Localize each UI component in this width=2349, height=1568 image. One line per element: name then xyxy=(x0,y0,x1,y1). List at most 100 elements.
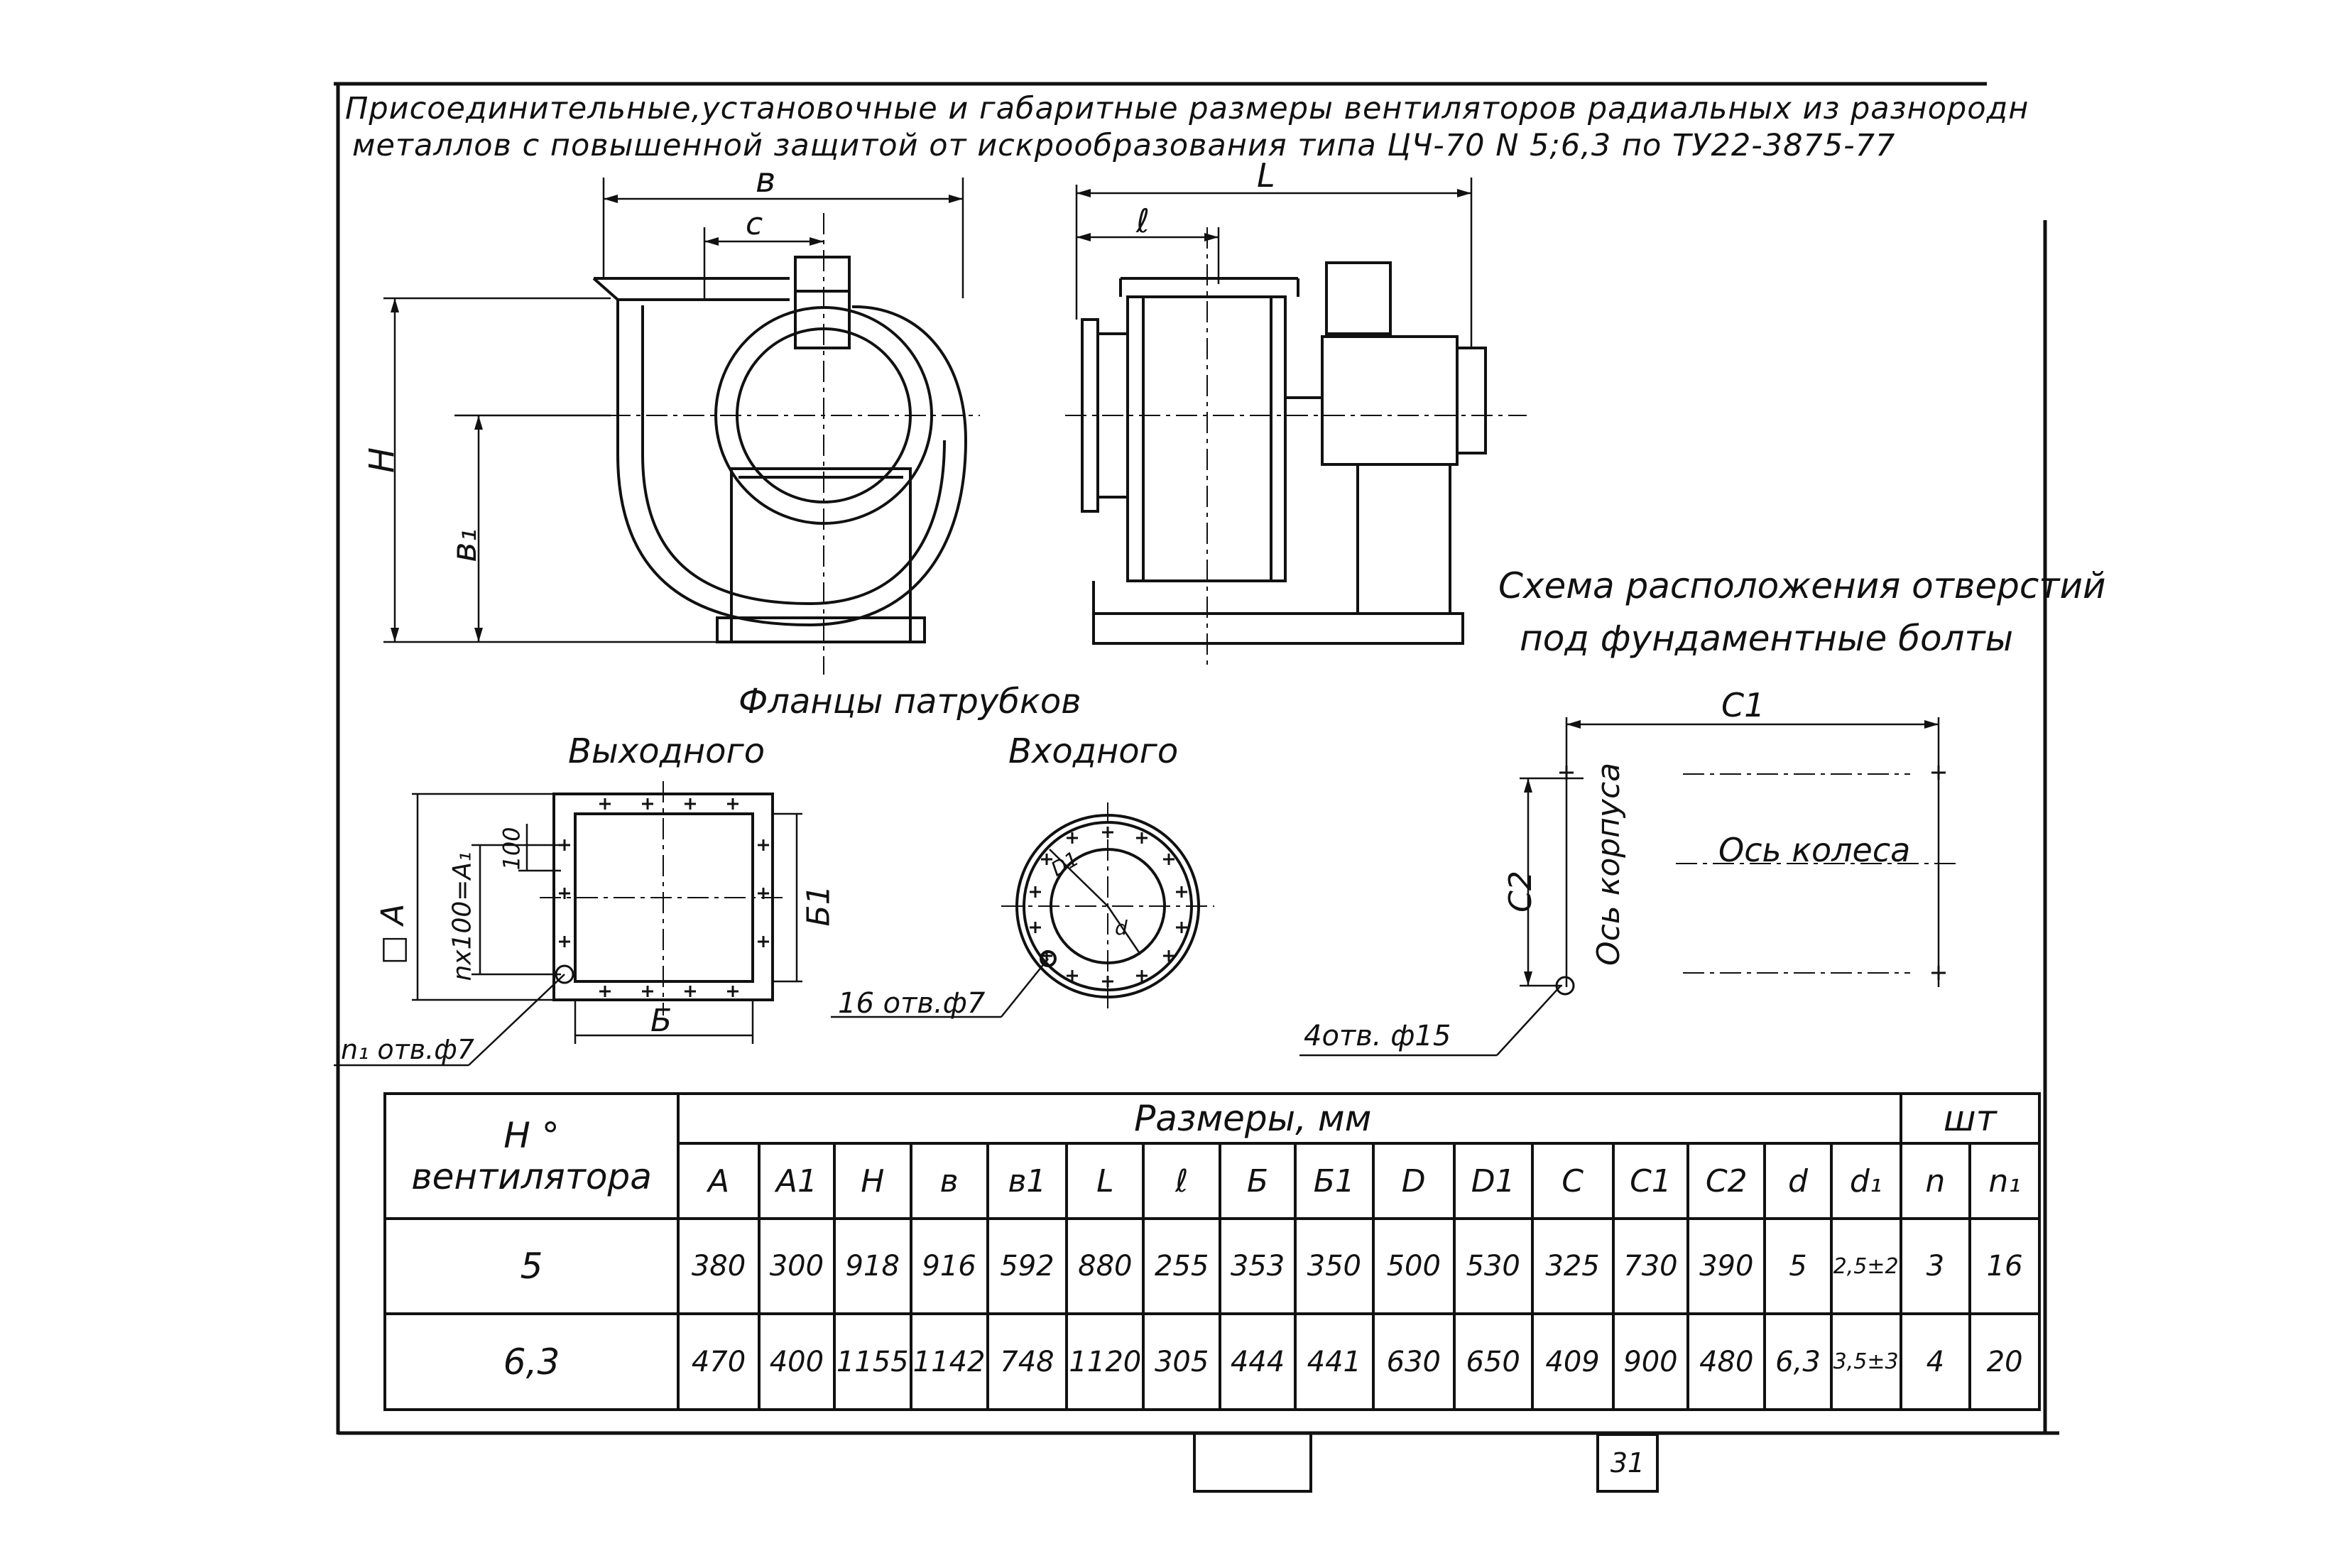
table-cell: 650 xyxy=(1452,1312,1534,1411)
table-cell: 2,5±2 xyxy=(1829,1217,1902,1315)
fan-front-view xyxy=(592,256,968,643)
table-cell: 20 xyxy=(1968,1312,2041,1411)
dim-c-label: с xyxy=(746,206,763,242)
table-cell: 441 xyxy=(1293,1312,1375,1411)
column-header: С xyxy=(1530,1142,1615,1220)
outlet-centerlines xyxy=(540,781,788,1016)
side-dim-arrows xyxy=(1077,189,1471,241)
fan-number-cell: 6,3 xyxy=(383,1312,680,1411)
inlet-flange-label: Входного xyxy=(1008,731,1179,771)
page-number: 31 xyxy=(1596,1433,1659,1493)
table-cell: 3 xyxy=(1899,1217,1972,1315)
table-cell: 470 xyxy=(677,1312,761,1411)
table-cell: 3,5±3 xyxy=(1829,1312,1902,1411)
fan-no-header-line-2: вентилятора xyxy=(411,1156,652,1197)
table-cell: 880 xyxy=(1065,1217,1145,1315)
outlet-holes-label: n₁ отв.ф7 xyxy=(341,1034,474,1065)
bolt-scheme xyxy=(1299,717,1940,1057)
side-dimensions xyxy=(1075,178,1473,348)
column-header: d₁ xyxy=(1829,1142,1902,1220)
bolt-scheme-title-1: Схема расположения отверстий xyxy=(1498,565,2106,606)
column-header: d xyxy=(1763,1142,1833,1220)
title-line-1: Присоединительные,установочные и габарит… xyxy=(345,91,2029,126)
table-cell: 730 xyxy=(1611,1217,1690,1315)
dim-l-label: ℓ xyxy=(1136,202,1150,240)
column-header: Б1 xyxy=(1293,1142,1375,1220)
table-cell: 1142 xyxy=(909,1312,989,1411)
fan-no-header-line-1: Н ° xyxy=(503,1115,560,1156)
column-header: n₁ xyxy=(1968,1142,2041,1220)
sheet-tab xyxy=(1193,1433,1312,1493)
column-header: в xyxy=(909,1142,989,1220)
fan-side-view xyxy=(1081,261,1487,645)
column-header: D xyxy=(1371,1142,1456,1220)
wheel-axis-label: Ось колеса xyxy=(1718,831,1911,869)
table-cell: 4 xyxy=(1899,1312,1972,1411)
column-header: n xyxy=(1899,1142,1972,1220)
table-cell: 500 xyxy=(1371,1217,1456,1315)
side-centerlines xyxy=(1065,227,1527,668)
inlet-holes-label: 16 отв.ф7 xyxy=(838,987,986,1020)
column-header: С2 xyxy=(1686,1142,1767,1220)
table-cell: 400 xyxy=(758,1312,836,1411)
dim-L-label: L xyxy=(1257,156,1275,195)
bolt-holes xyxy=(1555,766,1946,996)
outlet-B1-label: Б1 xyxy=(800,885,837,927)
table-cell: 5 xyxy=(1763,1217,1833,1315)
bolt-c2-label: С2 xyxy=(1502,871,1539,913)
column-header: С1 xyxy=(1611,1142,1690,1220)
dims-header: Размеры, мм xyxy=(677,1092,1902,1145)
column-header: ℓ xyxy=(1142,1142,1222,1220)
column-header: Б xyxy=(1219,1142,1297,1220)
bolt-holes-label: 4отв. ф15 xyxy=(1304,1020,1451,1052)
table-cell: 325 xyxy=(1530,1217,1615,1315)
flanges-title: Фланцы патрубков xyxy=(739,682,1081,722)
table-cell: 1120 xyxy=(1065,1312,1145,1411)
outlet-100-label: 100 xyxy=(498,827,525,871)
column-header: А xyxy=(677,1142,761,1220)
table-cell: 409 xyxy=(1530,1312,1615,1411)
title-line-2: металлов с повышенной защитой от искрооб… xyxy=(352,128,1896,163)
pcs-header: шт xyxy=(1899,1092,2042,1145)
column-header: А1 xyxy=(758,1142,836,1220)
table-cell: 305 xyxy=(1142,1312,1222,1411)
table-cell: 390 xyxy=(1686,1217,1767,1315)
column-header: L xyxy=(1065,1142,1145,1220)
fan-number-cell: 5 xyxy=(383,1217,680,1315)
table-cell: 630 xyxy=(1371,1312,1456,1411)
fan-no-header: Н ° вентилятора xyxy=(383,1092,680,1220)
table-cell: 444 xyxy=(1219,1312,1297,1411)
table-cell: 918 xyxy=(832,1217,912,1315)
outlet-dimensions xyxy=(334,793,802,1067)
table-cell: 380 xyxy=(677,1217,761,1315)
bolt-dim-arrows xyxy=(1524,720,1939,986)
bolt-centerlines xyxy=(1676,773,1960,974)
table-cell: 1155 xyxy=(832,1312,912,1411)
outlet-B-label: Б xyxy=(650,1003,672,1039)
front-dim-arrows xyxy=(391,195,963,642)
table-cell: 6,3 xyxy=(1763,1312,1833,1411)
bolt-scheme-title-2: под фундаментные болты xyxy=(1520,618,2014,659)
body-axis-label: Ось корпуса xyxy=(1591,762,1627,966)
table-cell: 900 xyxy=(1611,1312,1690,1411)
table-cell: 350 xyxy=(1293,1217,1375,1315)
table-header-row-1: Н ° вентилятора Размеры, мм шт xyxy=(383,1092,2042,1220)
dim-b1-label: в₁ xyxy=(444,528,484,562)
outlet-side-A-label: □ А xyxy=(374,903,411,965)
table-cell: 353 xyxy=(1219,1217,1297,1315)
column-header: в1 xyxy=(986,1142,1069,1220)
dim-H-label: Н xyxy=(362,447,403,474)
table-cell: 16 xyxy=(1968,1217,2041,1315)
column-header: Н xyxy=(832,1142,912,1220)
column-header: D1 xyxy=(1452,1142,1534,1220)
front-dimensions xyxy=(383,178,964,643)
outlet-flange-holes xyxy=(555,798,769,997)
outlet-flange-label: Выходного xyxy=(568,731,765,771)
table-cell: 592 xyxy=(986,1217,1069,1315)
dim-b-label: в xyxy=(756,160,776,200)
